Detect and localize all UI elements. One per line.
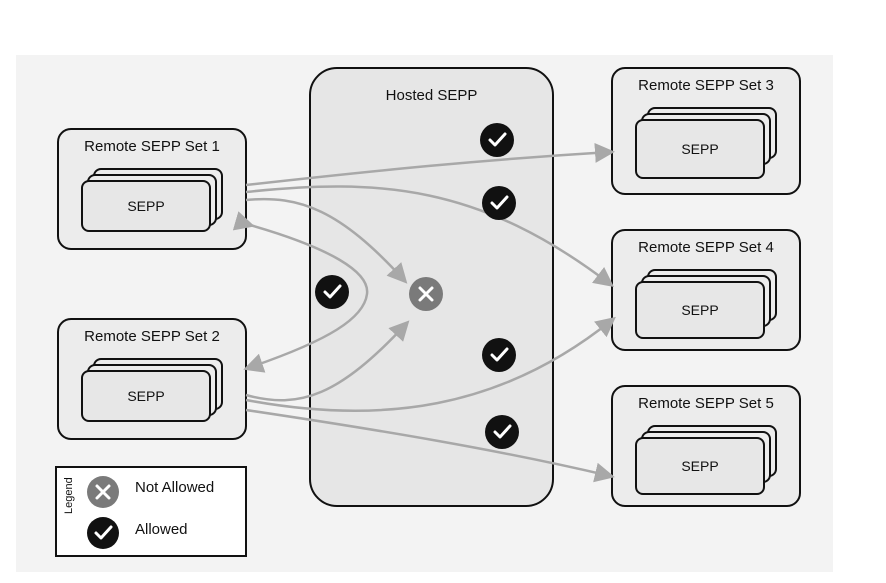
legend-allowed-label: Allowed (135, 521, 188, 538)
legend-icons (87, 476, 119, 549)
arrow-set1-to-set4 (245, 185, 614, 288)
check-circle-icon (87, 517, 119, 549)
remote-sepp-set-5: Remote SEPP Set 5 SEPP (611, 385, 801, 507)
x-circle-icon (409, 277, 443, 311)
remote-sepp-set-4: Remote SEPP Set 4 SEPP (611, 229, 801, 351)
sepp-card: SEPP (635, 281, 765, 339)
x-circle-icon (87, 476, 119, 508)
check-circle-icon (485, 415, 519, 449)
arrow-set2-to-not-allowed (245, 320, 410, 402)
check-circle-icon (315, 275, 349, 309)
sepp-card: SEPP (635, 119, 765, 179)
remote-sepp-set-2: Remote SEPP Set 2 SEPP (57, 318, 247, 440)
sepp-card: SEPP (635, 437, 765, 495)
check-circle-icon (480, 123, 514, 157)
hosted-sepp-title: Hosted SEPP (385, 87, 478, 104)
group-title: Remote SEPP Set 1 (84, 138, 220, 155)
check-circle-icon (482, 186, 516, 220)
arrow-set1-to-not-allowed (245, 197, 408, 284)
arrow-set2-to-set5 (245, 408, 615, 483)
legend-title: Legend (63, 477, 75, 514)
group-title: Remote SEPP Set 2 (84, 328, 220, 345)
remote-sepp-set-3: Remote SEPP Set 3 SEPP (611, 67, 801, 195)
group-title: Remote SEPP Set 5 (638, 395, 774, 412)
check-circle-icon (482, 338, 516, 372)
sepp-card: SEPP (81, 180, 211, 232)
arrow-set1-to-set3 (245, 142, 615, 187)
arrow-set1-set2-loop (232, 211, 369, 373)
sepp-card: SEPP (81, 370, 211, 422)
group-title: Remote SEPP Set 4 (638, 239, 774, 256)
remote-sepp-set-1: Remote SEPP Set 1 SEPP (57, 128, 247, 250)
group-title: Remote SEPP Set 3 (638, 77, 774, 94)
legend-not-allowed-label: Not Allowed (135, 479, 215, 496)
arrow-set2-to-set4 (245, 316, 616, 413)
legend: Legend Not Allowed Allowed (55, 466, 247, 557)
